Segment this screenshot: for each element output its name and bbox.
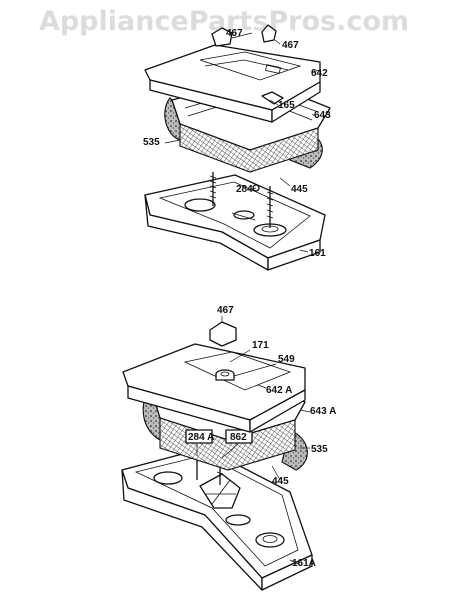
label-467-right: 467 xyxy=(282,40,299,51)
label-642a: 642 A xyxy=(266,385,292,396)
knob-467-left xyxy=(211,27,233,47)
knob-467-lower xyxy=(209,321,237,347)
label-549: 549 xyxy=(278,354,295,365)
label-165: 165 xyxy=(278,100,295,111)
label-642: 642 xyxy=(311,68,328,79)
label-445-lower: 445 xyxy=(272,476,289,487)
label-862: 862 xyxy=(230,432,247,443)
label-284: 284 xyxy=(236,184,253,195)
label-467-left: 467 xyxy=(226,28,243,39)
lower-air-cleaner-assembly: 467 171 549 642 A 643 A 284 A 862 535 44… xyxy=(121,305,336,591)
label-161: 161 xyxy=(309,248,326,259)
label-284a: 284 A xyxy=(188,432,214,443)
wing-nut-165 xyxy=(261,91,284,105)
label-535-lower: 535 xyxy=(311,444,328,455)
base-pan-161 xyxy=(144,174,326,271)
label-535: 535 xyxy=(143,137,160,148)
label-445: 445 xyxy=(291,184,308,195)
label-643a: 643 A xyxy=(310,406,336,417)
studs-445 xyxy=(209,172,274,228)
knob-467-right xyxy=(261,24,277,43)
label-643: 643 xyxy=(314,110,331,121)
cover-642a xyxy=(122,343,306,433)
upper-air-cleaner-assembly: 467 467 642 165 643 535 284 445 161 xyxy=(143,24,331,271)
callout-box xyxy=(185,429,253,444)
label-171: 171 xyxy=(252,340,269,351)
nut-549 xyxy=(215,369,235,381)
label-467-lower: 467 xyxy=(217,305,234,316)
base-pan-161a xyxy=(121,447,313,591)
label-161a: 161A xyxy=(292,558,316,569)
